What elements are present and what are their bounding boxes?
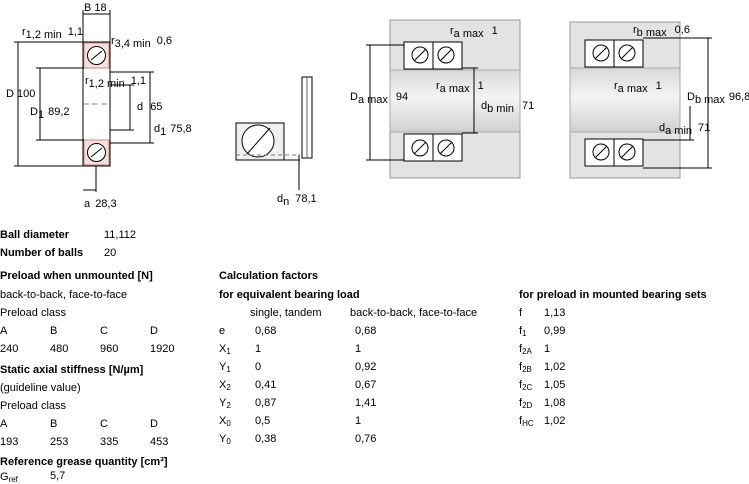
calc-row-b2b: 0,76 [355, 433, 377, 445]
calc-row-b2b: 0,67 [355, 379, 377, 391]
stiffness-value-a: 193 [0, 436, 19, 448]
preload-class-d: D [150, 325, 158, 337]
calc-row-symbol: e [219, 325, 226, 337]
mounted-row-value: 1,02 [544, 361, 566, 373]
ball-diameter-label: Ball diameter [0, 229, 70, 241]
mounted-row-value: 1,08 [544, 397, 566, 409]
dim-a-label: a 28,3 [84, 198, 117, 210]
calc-row-symbol: X0 [219, 415, 231, 428]
preload-class-c: C [100, 325, 108, 337]
dim-B-label: B 18 [84, 2, 107, 14]
mounted-row-symbol: f1 [519, 325, 527, 338]
preload-value-a: 240 [0, 343, 19, 355]
stiffness-class-c: C [100, 418, 108, 430]
ball-number-label: Number of balls [0, 247, 84, 259]
calc-row-b2b: 0,68 [355, 325, 377, 337]
calc-row-b2b: 1,41 [355, 397, 377, 409]
mounted-row-symbol: f2B [519, 361, 532, 374]
preload-title: Preload when unmounted [N] [0, 270, 153, 282]
calc-row-single: 0,68 [255, 325, 277, 337]
preload-class-label: Preload class [0, 307, 67, 319]
stiffness-class-b: B [50, 418, 58, 430]
mounted-row-value: 1 [544, 343, 551, 355]
mounted-title: for preload in mounted bearing sets [519, 289, 707, 301]
stiffness-class-d: D [150, 418, 158, 430]
ball-number-value: 20 [104, 247, 117, 259]
mounted-row-symbol: fHC [519, 415, 534, 428]
mounted-row-value: 1,13 [544, 307, 566, 319]
calc-row-single: 0,87 [255, 397, 277, 409]
stiffness-title: Static axial stiffness [N/µm] [0, 364, 144, 376]
mounted-row-symbol: f [519, 307, 523, 319]
preload-class-a: A [0, 325, 8, 337]
stiffness-value-d: 453 [150, 436, 169, 448]
mounted-row-value: 0,99 [544, 325, 566, 337]
stiffness-class-a: A [0, 418, 8, 430]
calc-row-symbol: Y0 [219, 433, 231, 446]
stiffness-note: (guideline value) [0, 382, 81, 394]
stiffness-value-c: 335 [100, 436, 119, 448]
calc-row-symbol: X2 [219, 379, 231, 392]
dim-d-label: d 65 [137, 101, 162, 113]
calc-subtitle: for equivalent bearing load [219, 289, 360, 301]
mounted-row-value: 1,02 [544, 415, 566, 427]
calc-row-symbol: X1 [219, 343, 231, 356]
calc-row-symbol: Y2 [219, 397, 231, 410]
bearing-section-drawing [14, 10, 154, 192]
mounted-row-symbol: f2D [519, 397, 533, 410]
calc-row-b2b: 0,92 [355, 361, 377, 373]
ball-diameter-value: 11,112 [104, 229, 137, 241]
preload-arrangement: back-to-back, face-to-face [0, 289, 128, 301]
calc-row-single: 1 [255, 343, 262, 355]
calc-row-b2b: 1 [355, 343, 362, 355]
ball-pitch-drawing [235, 76, 313, 190]
preload-class-b: B [50, 325, 58, 337]
calc-row-b2b: 1 [355, 415, 362, 427]
calc-row-single: 0,41 [255, 379, 277, 391]
grease-value: 5,7 [50, 470, 66, 482]
grease-label: Gref [0, 471, 18, 484]
calc-col-b2b: back-to-back, face-to-face [350, 307, 478, 319]
preload-value-c: 960 [100, 343, 119, 355]
dim-D-label: D 100 [6, 88, 35, 100]
calc-row-single: 0,38 [255, 433, 277, 445]
calc-title: Calculation factors [219, 270, 319, 282]
mounted-row-symbol: f2C [519, 379, 533, 392]
grease-title: Reference grease quantity [cm³] [0, 456, 168, 468]
preload-value-d: 1920 [150, 343, 175, 355]
mounted-row-symbol: f2A [519, 343, 532, 356]
stiffness-value-b: 253 [50, 436, 69, 448]
mounting-drawing-shaft [569, 21, 712, 179]
stiffness-class-label: Preload class [0, 400, 67, 412]
preload-value-b: 480 [50, 343, 69, 355]
mounting-drawing-housing [366, 19, 521, 179]
calc-row-symbol: Y1 [219, 361, 231, 374]
calc-row-single: 0 [255, 361, 262, 373]
mounted-row-value: 1,05 [544, 379, 566, 391]
calc-col-single: single, tandem [250, 307, 322, 319]
calc-row-single: 0,5 [255, 415, 271, 427]
